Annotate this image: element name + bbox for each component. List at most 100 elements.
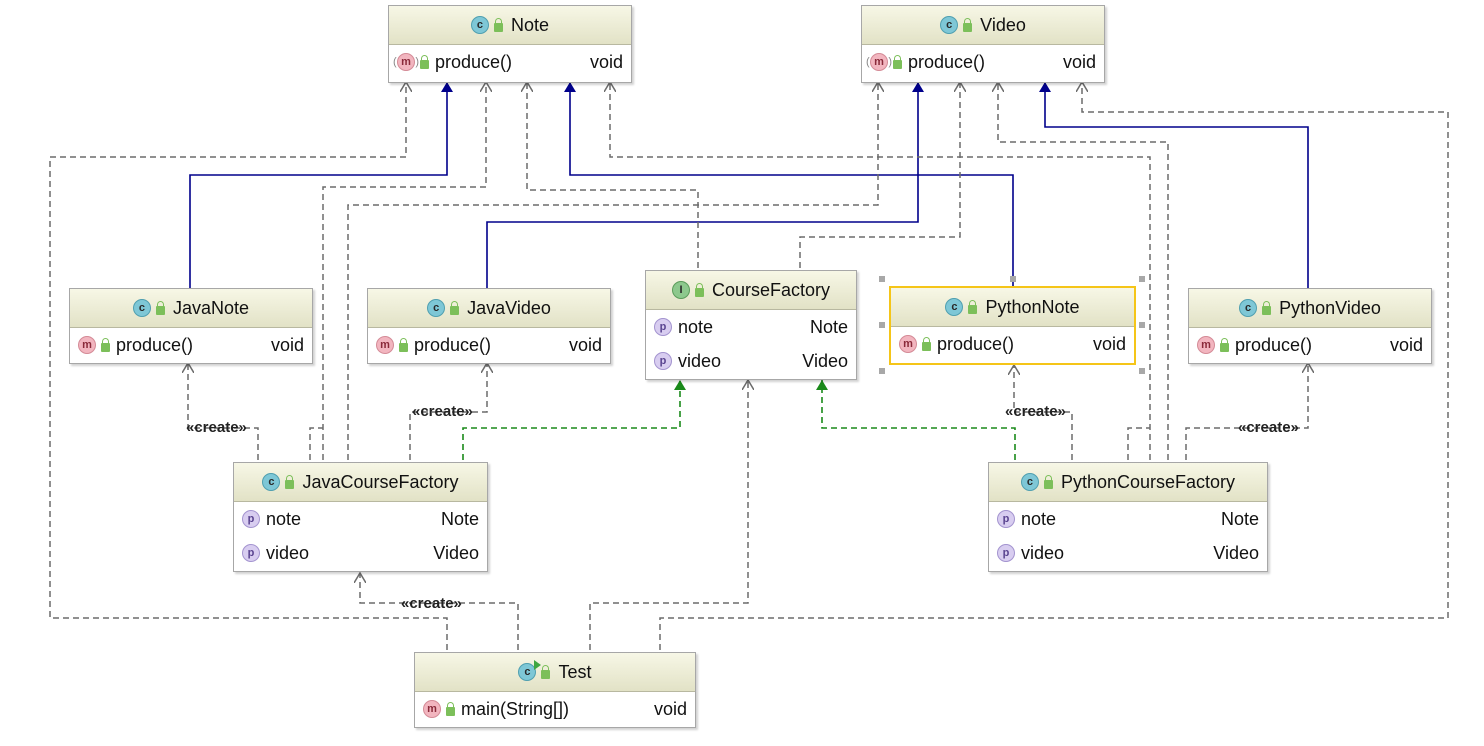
interface-name: CourseFactory — [711, 279, 831, 300]
edge-javavideo-extends-video — [486, 82, 924, 288]
edge-coursefactory-depends-video — [799, 82, 960, 268]
class-javacoursefactory-header: c JavaCourseFactory — [234, 463, 487, 502]
public-lock-icon — [541, 664, 551, 679]
method-icon: m — [1197, 336, 1215, 354]
method-row[interactable]: m produce() void — [389, 45, 631, 79]
class-name: PythonVideo — [1279, 297, 1381, 318]
class-javacoursefactory[interactable]: c JavaCourseFactory p note Note p video … — [233, 462, 488, 572]
class-name: PythonNote — [985, 296, 1080, 317]
method-name: produce() — [435, 51, 513, 72]
property-icon: p — [242, 544, 260, 562]
property-row[interactable]: p video Video — [234, 536, 487, 570]
class-test[interactable]: c Test m main(String[]) void — [414, 652, 696, 728]
property-row[interactable]: p video Video — [989, 536, 1267, 570]
edge-coursefactory-depends-note — [527, 82, 699, 268]
method-icon: m — [376, 336, 394, 354]
method-name: produce() — [116, 334, 194, 355]
property-name: note — [1021, 508, 1057, 529]
edge-javacoursefactory-depends-note — [322, 82, 486, 460]
edge-pythonnote-extends-note — [564, 82, 1014, 288]
method-row[interactable]: m produce() void — [368, 328, 610, 362]
public-lock-icon — [694, 282, 704, 297]
resize-handle[interactable] — [1010, 276, 1016, 282]
class-test-header: c Test — [415, 653, 695, 692]
resize-handle[interactable] — [1139, 276, 1145, 282]
edge-test-depends-video — [659, 82, 1449, 650]
property-row[interactable]: p note Note — [646, 310, 856, 344]
method-row[interactable]: m produce() void — [70, 328, 312, 362]
property-icon: p — [242, 510, 260, 528]
class-pythonnote-header: c PythonNote — [891, 288, 1134, 327]
class-pythonnote[interactable]: c PythonNote m produce() void — [889, 286, 1136, 365]
method-row[interactable]: m main(String[]) void — [415, 692, 695, 726]
method-row[interactable]: m produce() void — [862, 45, 1104, 79]
method-row[interactable]: m produce() void — [891, 327, 1134, 361]
class-javanote[interactable]: c JavaNote m produce() void — [69, 288, 313, 364]
edge-pythoncoursefactory-implements-coursefactory — [816, 380, 1016, 460]
method-icon: m — [78, 336, 96, 354]
class-name: Note — [510, 14, 550, 35]
method-name: produce() — [1235, 334, 1313, 355]
property-row[interactable]: p video Video — [646, 344, 856, 378]
public-lock-icon — [101, 337, 110, 352]
class-video-header: c Video — [862, 6, 1104, 45]
edge-pythoncoursefactory-depends-note — [610, 82, 1151, 460]
property-type: Note — [440, 508, 479, 529]
class-note-header: c Note — [389, 6, 631, 45]
public-lock-icon — [968, 299, 978, 314]
class-icon: c — [132, 299, 151, 317]
class-note[interactable]: c Note m produce() void — [388, 5, 632, 83]
runnable-class-icon: c — [518, 660, 542, 681]
public-lock-icon — [1043, 474, 1053, 489]
public-lock-icon — [1262, 300, 1272, 315]
property-type: Video — [1213, 542, 1259, 563]
edge-pythoncoursefactory-creates-pythonnote — [1014, 365, 1073, 460]
property-type: Video — [802, 350, 848, 371]
class-javavideo[interactable]: c JavaVideo m produce() void — [367, 288, 611, 364]
class-pythoncoursefactory[interactable]: c PythonCourseFactory p note Note p vide… — [988, 462, 1268, 572]
class-video[interactable]: c Video m produce() void — [861, 5, 1105, 83]
class-pythonvideo[interactable]: c PythonVideo m produce() void — [1188, 288, 1432, 364]
resize-handle[interactable] — [879, 276, 885, 282]
class-name: JavaNote — [172, 297, 250, 318]
class-icon: c — [1239, 299, 1258, 317]
resize-handle[interactable] — [1139, 368, 1145, 374]
interface-coursefactory[interactable]: I CourseFactory p note Note p video Vide… — [645, 270, 857, 380]
edge-test-creates-javacoursefactory — [360, 573, 519, 650]
edge-javacoursefactory-implements-coursefactory — [462, 380, 686, 460]
method-type: void — [1389, 334, 1423, 355]
resize-handle[interactable] — [879, 322, 885, 328]
method-row[interactable]: m produce() void — [1189, 328, 1431, 362]
edge-javacoursefactory-creates-javanote — [188, 363, 259, 460]
method-name: produce() — [908, 51, 986, 72]
class-pythoncoursefactory-header: c PythonCourseFactory — [989, 463, 1267, 502]
resize-handle[interactable] — [1139, 322, 1145, 328]
static-method-icon: m — [423, 700, 441, 718]
public-lock-icon — [493, 17, 503, 32]
property-icon: p — [997, 544, 1015, 562]
resize-handle[interactable] — [879, 368, 885, 374]
class-name: PythonCourseFactory — [1060, 471, 1236, 492]
public-lock-icon — [922, 336, 931, 351]
public-lock-icon — [446, 701, 455, 716]
method-type: void — [1062, 51, 1096, 72]
class-pythonvideo-header: c PythonVideo — [1189, 289, 1431, 328]
edge-pythoncoursefactory-creates-pythonvideo — [1185, 363, 1308, 460]
property-row[interactable]: p note Note — [234, 502, 487, 536]
class-icon: c — [940, 16, 959, 34]
class-javanote-header: c JavaNote — [70, 289, 312, 328]
property-name: note — [678, 316, 714, 337]
public-lock-icon — [285, 474, 295, 489]
create-label-javanote: «create» — [186, 419, 247, 436]
property-icon: p — [654, 352, 672, 370]
edge-pythonvideo-extends-video — [1039, 82, 1309, 288]
property-row[interactable]: p note Note — [989, 502, 1267, 536]
class-name: JavaCourseFactory — [302, 471, 459, 492]
create-label-javacoursefactory: «create» — [401, 595, 462, 612]
property-type: Note — [1220, 508, 1259, 529]
public-lock-icon — [963, 17, 973, 32]
property-type: Video — [433, 542, 479, 563]
public-lock-icon — [399, 337, 408, 352]
